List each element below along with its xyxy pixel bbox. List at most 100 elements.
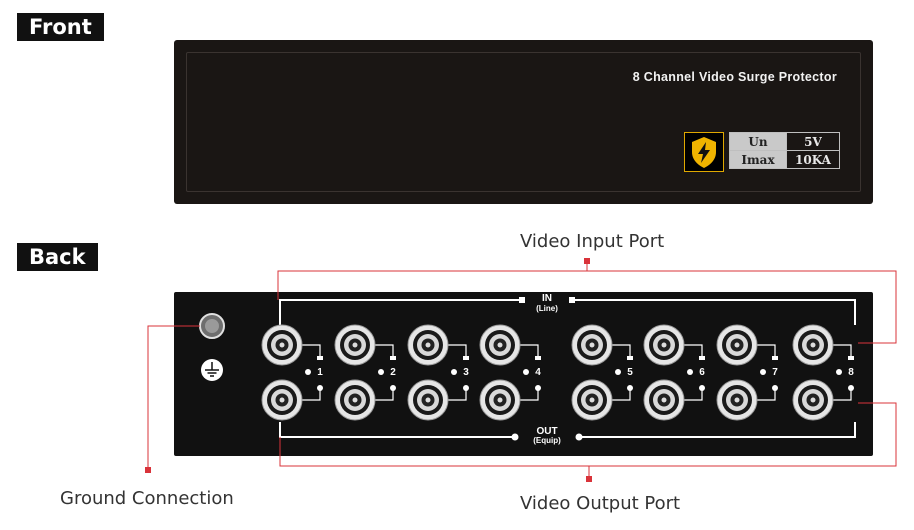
bnc-output-port-2[interactable] [334,379,376,421]
video-input-port-label: Video Input Port [520,231,665,252]
channel-wire [612,344,631,357]
callout-marker-ground [145,467,151,473]
channel-number: 2 [390,367,396,378]
channel-wire [520,344,539,357]
spec-row: Un 5V [729,132,840,151]
channel-indicator-dot [760,369,766,375]
out-sub-label: (Equip) [533,436,561,445]
channel-dot [317,385,323,391]
bnc-output-port-4[interactable] [479,379,521,421]
channel-number: 7 [772,367,778,378]
channel-number: 4 [535,367,541,378]
bnc-input-port-6[interactable] [643,324,685,366]
bnc-input-port-5[interactable] [571,324,613,366]
front-section-label: Front [17,13,104,41]
spec-row: Imax 10KA [729,150,840,169]
channel-number: 6 [699,367,705,378]
channel-dot [390,385,396,391]
in-bus-line-left [279,299,520,325]
channel-tick [627,356,633,360]
channel-number: 8 [848,367,854,378]
channel-number: 3 [463,367,469,378]
channel-tick [848,356,854,360]
out-bus-line-right [577,422,856,438]
bnc-output-port-1[interactable] [261,379,303,421]
bnc-input-port-3[interactable] [407,324,449,366]
out-label: OUT [536,426,557,437]
callout-line-output [279,402,897,467]
channel-tick [699,356,705,360]
bnc-input-port-2[interactable] [334,324,376,366]
bnc-input-port-4[interactable] [479,324,521,366]
channel-group: 4 [520,344,541,401]
callout-marker-input [584,258,590,264]
bnc-output-port-3[interactable] [407,379,449,421]
channel-wire [684,388,703,401]
out-bus-marker [575,433,583,441]
channel-wire [684,344,703,357]
front-panel: 8 Channel Video Surge Protector Un 5V Im… [174,40,873,204]
channel-group: 1 [302,344,323,401]
channel-wire [375,344,394,357]
channel-tick [772,356,778,360]
in-sub-label: (Line) [536,304,558,313]
channel-group: 5 [612,344,633,401]
spec-key: Un [729,132,787,151]
channel-wire [833,344,852,357]
ground-symbol-icon [201,359,223,381]
back-panel [174,292,873,456]
channel-tick [317,356,323,360]
in-bus-marker [569,297,575,303]
bnc-output-port-6[interactable] [643,379,685,421]
channel-indicator-dot [305,369,311,375]
channel-wire [448,388,467,401]
channel-indicator-dot [687,369,693,375]
callout-marker-output [586,476,592,482]
channel-wire [757,344,776,357]
bnc-output-port-8[interactable] [792,379,834,421]
channel-group: 6 [684,344,705,401]
channel-number: 5 [627,367,633,378]
front-panel-title: 8 Channel Video Surge Protector [632,70,837,84]
channel-tick [535,356,541,360]
back-section-label: Back [17,243,98,271]
channel-number: 1 [317,367,323,378]
callout-line-ground [147,325,200,470]
channel-tick [463,356,469,360]
bnc-output-port-5[interactable] [571,379,613,421]
bnc-input-port-8[interactable] [792,324,834,366]
bnc-input-port-1[interactable] [261,324,303,366]
channel-tick [390,356,396,360]
callout-line-input [587,270,897,344]
channel-wire [612,388,631,401]
channel-indicator-dot [523,369,529,375]
channel-wire [520,388,539,401]
channel-wire [302,388,321,401]
channel-wire [448,344,467,357]
channel-indicator-dot [451,369,457,375]
channel-dot [699,385,705,391]
bnc-output-port-7[interactable] [716,379,758,421]
front-panel-bezel [186,52,861,192]
callout-line-input [277,262,588,300]
out-bus-marker [511,433,519,441]
spec-table: Un 5V Imax 10KA [729,132,840,169]
spec-value: 10KA [786,150,840,169]
channel-indicator-dot [378,369,384,375]
bnc-input-port-7[interactable] [716,324,758,366]
in-bus-line-right [572,299,856,325]
channel-dot [535,385,541,391]
channel-group: 7 [757,344,778,401]
channel-wire [833,388,852,401]
channel-dot [772,385,778,391]
channel-dot [463,385,469,391]
spec-key: Imax [729,150,787,169]
in-bus-marker [519,297,525,303]
channel-wire [375,388,394,401]
channel-wire [757,388,776,401]
channel-indicator-dot [615,369,621,375]
channel-group: 2 [375,344,396,401]
ground-terminal-icon [199,313,225,339]
channel-wire [302,344,321,357]
